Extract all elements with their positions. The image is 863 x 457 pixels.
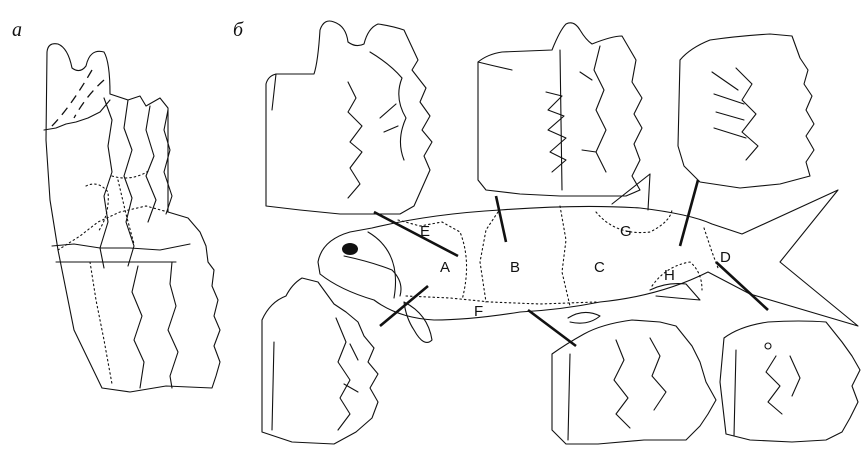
pointer-line-a: [380, 286, 428, 326]
scale-drawing-a: [262, 278, 378, 444]
fish-eye: [342, 243, 358, 255]
scale-drawing-d: [720, 321, 860, 442]
pointer-line-d: [716, 262, 768, 310]
scale-drawing-g: [678, 34, 814, 188]
pointer-line-f: [528, 310, 576, 346]
overlapping-scales-drawing: [44, 44, 220, 392]
scale-drawing-b: [478, 23, 642, 196]
region-label-e: E: [420, 223, 430, 240]
region-label-c: C: [594, 259, 605, 276]
scale-drawing-f: [552, 320, 716, 444]
region-label-b: B: [510, 259, 520, 276]
panel-label-a: а: [12, 19, 22, 41]
region-label-g: G: [620, 223, 632, 240]
scale-drawing-e: [266, 21, 432, 214]
pointer-line-g: [680, 180, 698, 246]
pointer-line-b: [496, 196, 506, 242]
region-label-d: D: [720, 249, 731, 266]
fish-outline: [318, 174, 858, 342]
region-label-a: A: [440, 259, 450, 276]
panel-label-b: б: [233, 19, 244, 41]
region-label-h: H: [664, 267, 675, 284]
region-label-f: F: [474, 303, 483, 320]
